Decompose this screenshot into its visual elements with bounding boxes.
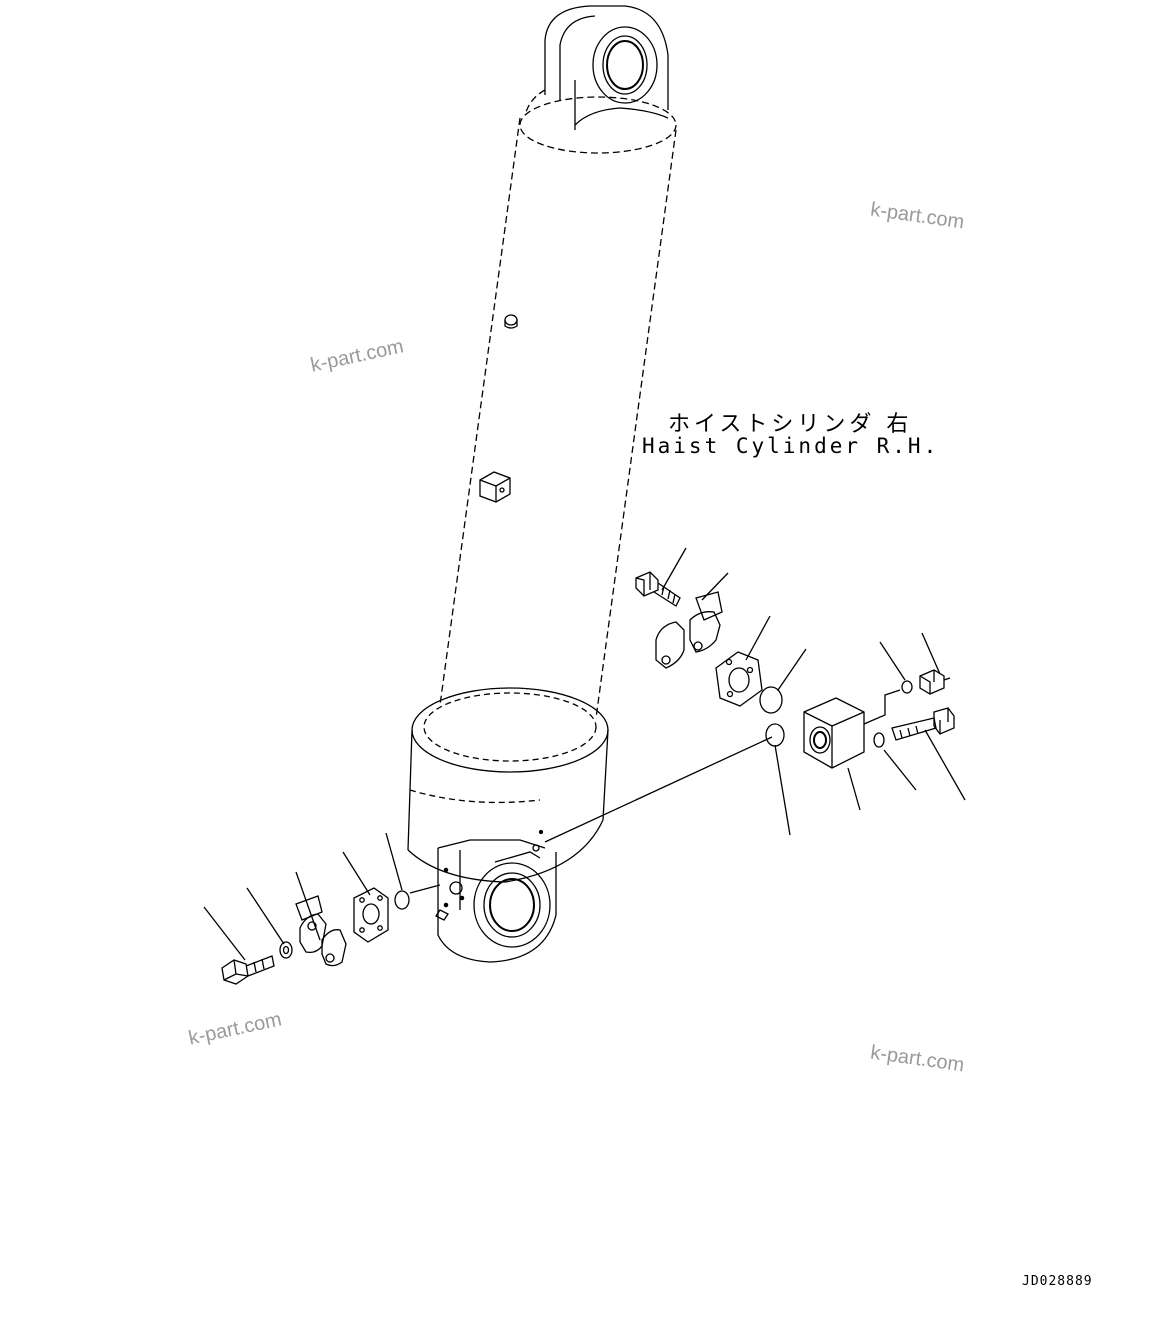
drawing-code: JD028889 bbox=[1022, 1274, 1093, 1289]
left-o-ring bbox=[394, 890, 410, 910]
left-split-flange bbox=[295, 895, 347, 967]
diagram-title-japanese: ホイストシリンダ 右 bbox=[668, 412, 913, 437]
left-bolt bbox=[221, 955, 275, 985]
cylinder-top-eye bbox=[544, 5, 669, 130]
left-flange-plate bbox=[353, 887, 389, 943]
right-split-flange bbox=[655, 591, 723, 669]
right-washer bbox=[873, 732, 885, 748]
right-o-ring-lower bbox=[765, 723, 785, 747]
right-bolt-lower bbox=[891, 707, 955, 741]
right-leader-lines bbox=[661, 547, 966, 836]
right-valve-block bbox=[803, 689, 901, 769]
right-plug bbox=[919, 669, 951, 695]
tube-fittings bbox=[479, 314, 518, 503]
cylinder-bottom-eye bbox=[435, 829, 557, 963]
right-o-ring-large bbox=[759, 686, 783, 714]
left-washer-inner bbox=[282, 945, 290, 955]
left-leader-lines bbox=[203, 832, 403, 961]
diagram-title-english: Haist Cylinder R.H. bbox=[642, 434, 940, 458]
leader-line-port bbox=[544, 736, 773, 843]
right-o-ring-small bbox=[901, 680, 913, 694]
cylinder-tube bbox=[439, 89, 677, 719]
right-bolt-upper bbox=[635, 571, 681, 607]
leader-line-port-lower bbox=[409, 884, 441, 894]
cylinder-head bbox=[407, 687, 609, 883]
right-flange-plate bbox=[715, 651, 763, 707]
left-washer bbox=[279, 941, 293, 959]
